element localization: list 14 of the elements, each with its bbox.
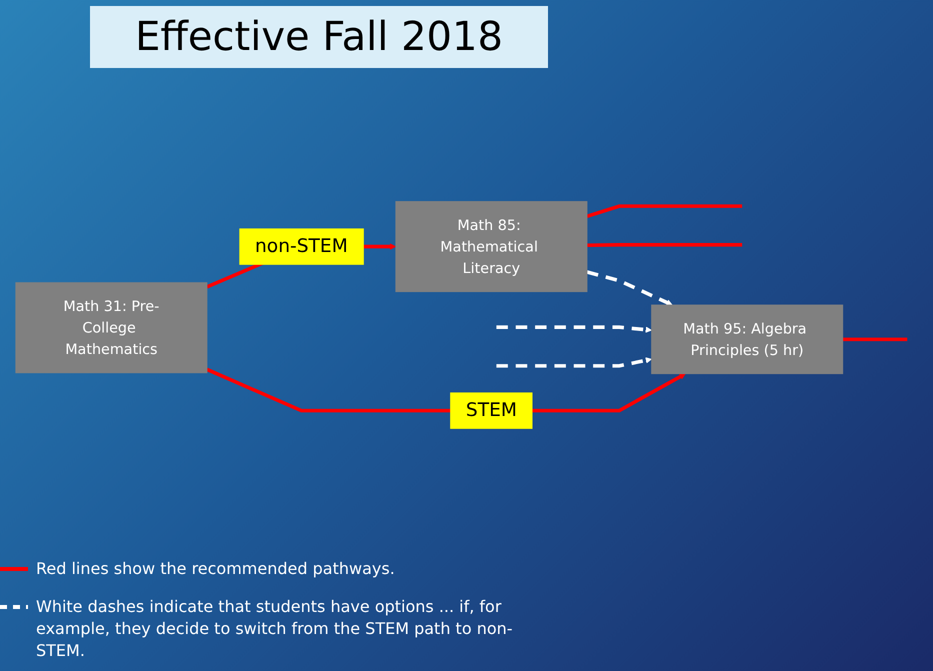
- node-box: Math 85: Mathematical Literacy: [395, 201, 588, 292]
- arrow: [496, 357, 652, 368]
- legend-text: White dashes indicate that students have options ... if, for example, they decide to switch from the STEM path to non-STEM.: [36, 596, 514, 662]
- connector: [586, 204, 742, 218]
- connector: [842, 338, 908, 342]
- edge-label: STEM: [466, 400, 517, 422]
- title: Effective Fall 2018: [90, 6, 548, 68]
- edge-label: non-STEM: [254, 235, 348, 257]
- arrow: [586, 270, 673, 306]
- arrow: [496, 325, 652, 333]
- connector: [587, 243, 742, 248]
- node-box: Math 31: Pre-College Mathematics: [15, 282, 208, 374]
- node-box: Math 95: Algebra Principles (5 hr): [651, 304, 844, 374]
- legend-text: Red lines show the recommended pathways.: [36, 558, 396, 580]
